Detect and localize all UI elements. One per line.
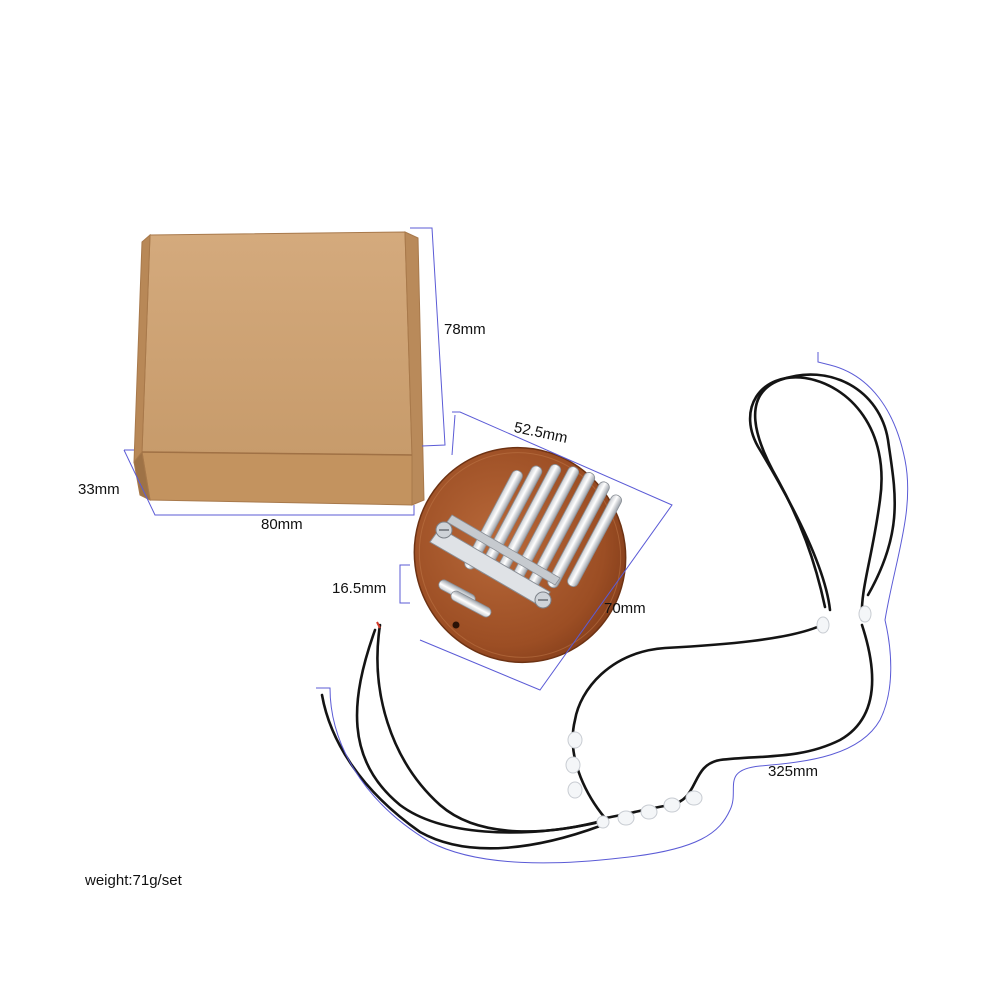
box-depth-label: 33mm (78, 481, 120, 498)
box-width-label: 80mm (261, 516, 303, 533)
box-height-label: 78mm (444, 321, 486, 338)
box-dimension-lines (123, 227, 446, 516)
bead-icons (565, 605, 872, 829)
weight-label: weight:71g/set (85, 872, 182, 889)
cord-length-label: 325mm (768, 763, 819, 780)
kalimba-height-label: 70mm (604, 600, 646, 617)
kalimba-icon (413, 446, 627, 664)
screw-icon (435, 521, 552, 609)
kalimba-dimension-lines (399, 411, 673, 691)
hole-icon (452, 621, 460, 629)
tine-section-label: 16.5mm (332, 580, 387, 597)
cardboard-box-icon (133, 231, 425, 506)
necklace-cord-icon (320, 373, 896, 850)
cord-tip-icon (376, 621, 381, 629)
cord-dimension-line (316, 352, 909, 864)
